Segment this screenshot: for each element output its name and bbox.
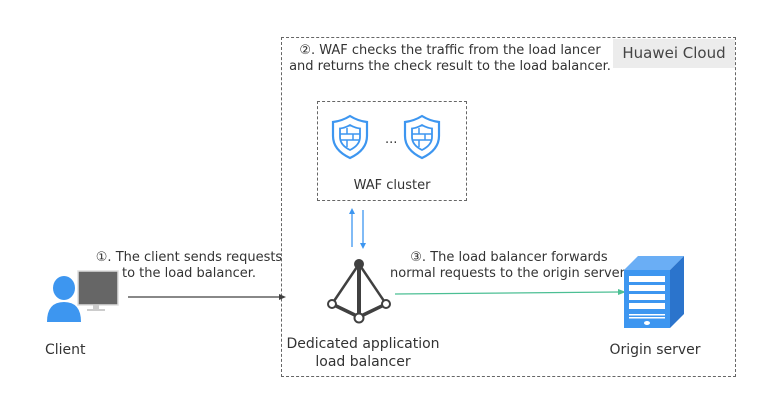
server-icon [624,256,684,328]
step3-line2: normal requests to the origin server. [390,266,628,281]
waf-ellipsis: ... [385,132,398,147]
waf-lb-arrows [349,208,366,249]
lb-to-origin-arrow [394,289,626,295]
step1-line1: ①. The client sends requests [95,250,283,265]
huawei-cloud-label: Huawei Cloud [613,39,735,68]
arrow-down-icon [360,243,366,249]
client-label: Client [45,342,86,358]
step2-annotation: ②. WAF checks the traffic from the load … [286,43,614,75]
load-balancer-icon [327,259,391,324]
step1-line2: to the load balancer. [121,266,257,281]
waf-shield-icon [331,114,369,160]
waf-shield-icon [403,114,441,160]
client-icon [47,270,119,322]
arrow-right-icon [279,294,286,300]
client-to-lb-arrow [128,294,286,300]
waf-cluster-box [317,101,467,201]
step3-line1: ③. The load balancer forwards [410,250,608,265]
load-balancer-line2: load balancer [315,354,411,370]
step3-annotation: ③. The load balancer forwards normal req… [384,250,634,282]
origin-server-label: Origin server [609,342,701,358]
step1-annotation: ①. The client sends requests to the load… [94,250,284,282]
step2-line1: ②. WAF checks the traffic from the load … [299,43,601,58]
load-balancer-line1: Dedicated application [286,336,440,352]
load-balancer-label: Dedicated application load balancer [283,335,443,371]
arrow-right-icon [618,289,626,295]
arrow-up-icon [349,208,355,214]
waf-cluster-label: WAF cluster [353,178,431,193]
step2-line2: and returns the check result to the load… [289,59,611,74]
huawei-cloud-boundary [281,37,736,377]
